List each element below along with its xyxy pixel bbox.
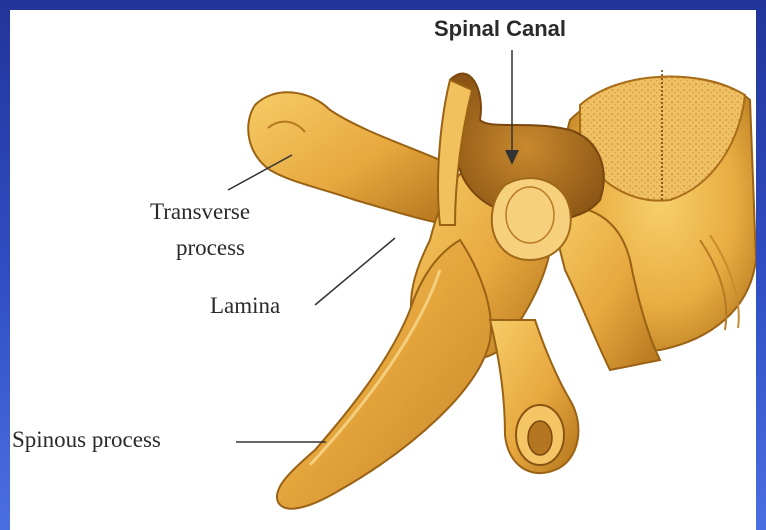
- label-lamina: Lamina: [210, 294, 280, 317]
- inferior-articular-process: [490, 320, 578, 473]
- label-spinal-canal: Spinal Canal: [434, 18, 566, 40]
- spinous-process: [277, 240, 491, 509]
- vertebra-illustration: [10, 10, 756, 530]
- transverse-process: [248, 92, 450, 225]
- label-transverse-line1: Transverse: [150, 200, 250, 223]
- diagram-figure: Spinal Canal Transverse process Lamina S…: [10, 10, 756, 530]
- label-spinous-process: Spinous process: [12, 428, 161, 451]
- articular-facet: [492, 178, 571, 260]
- label-transverse-line2: process: [176, 236, 245, 259]
- lamina-leader: [315, 238, 395, 305]
